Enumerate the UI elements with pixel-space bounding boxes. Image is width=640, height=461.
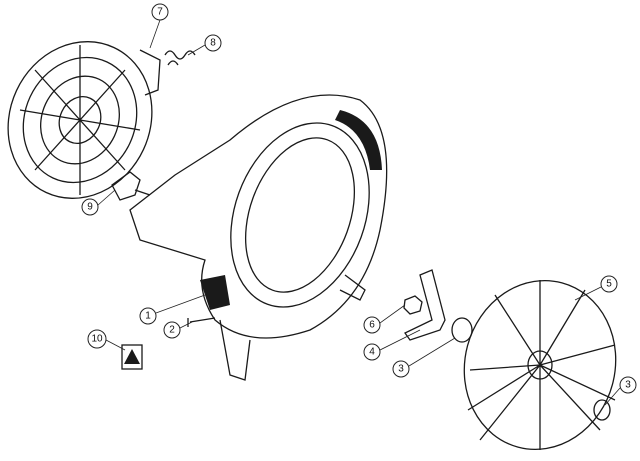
callout-2: 2 — [163, 321, 181, 339]
part-spring — [164, 50, 196, 66]
part-washer — [451, 317, 473, 343]
part-fan-housing — [129, 94, 388, 381]
svg-text:5: 5 — [606, 279, 612, 290]
part-starter-pawl — [404, 269, 446, 341]
callout-3: 3 — [392, 360, 410, 378]
callout-8: 8 — [204, 34, 222, 52]
part-washer-2 — [593, 399, 611, 421]
svg-text:6: 6 — [369, 320, 375, 331]
callout-10: 10 — [87, 329, 107, 349]
part-fan — [463, 279, 617, 451]
svg-text:10: 10 — [91, 334, 103, 345]
svg-text:3: 3 — [398, 364, 404, 375]
callout-7: 7 — [151, 3, 169, 21]
svg-text:8: 8 — [210, 38, 216, 49]
part-screw — [187, 317, 216, 327]
callout-4: 4 — [363, 343, 381, 361]
callout-1: 1 — [139, 307, 157, 325]
callout-5: 5 — [600, 275, 618, 293]
callout-3-second: 3 — [619, 376, 637, 394]
svg-text:3: 3 — [625, 380, 631, 391]
svg-text:1: 1 — [145, 311, 151, 322]
part-nut — [403, 295, 423, 315]
svg-text:7: 7 — [157, 7, 163, 18]
callout-9: 9 — [81, 198, 99, 216]
svg-text:9: 9 — [87, 202, 93, 213]
callout-6: 6 — [363, 316, 381, 334]
part-grille — [7, 41, 161, 199]
part-warning-label — [121, 344, 143, 370]
part-pawl — [111, 171, 151, 201]
svg-text:2: 2 — [169, 325, 175, 336]
svg-text:4: 4 — [369, 347, 375, 358]
